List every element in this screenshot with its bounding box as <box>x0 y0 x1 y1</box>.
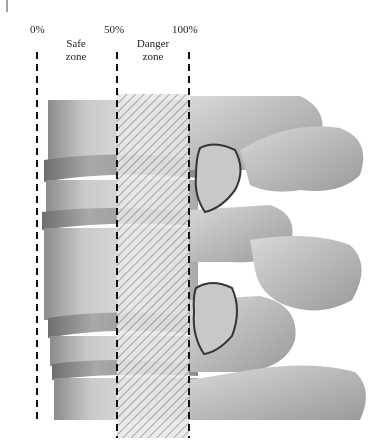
danger-zone-label: Danger zone <box>126 38 180 64</box>
label-100-percent: 100% <box>172 24 198 36</box>
label-0-percent: 0% <box>30 24 45 36</box>
danger-zone-line2: zone <box>126 51 180 64</box>
posterior-elements <box>190 96 366 420</box>
label-50-percent: 50% <box>104 24 124 36</box>
safe-zone-line1: Safe <box>55 38 97 51</box>
safe-zone-line2: zone <box>55 51 97 64</box>
danger-zone-line1: Danger <box>126 38 180 51</box>
danger-zone-band <box>117 94 189 438</box>
safe-zone-label: Safe zone <box>55 38 97 64</box>
